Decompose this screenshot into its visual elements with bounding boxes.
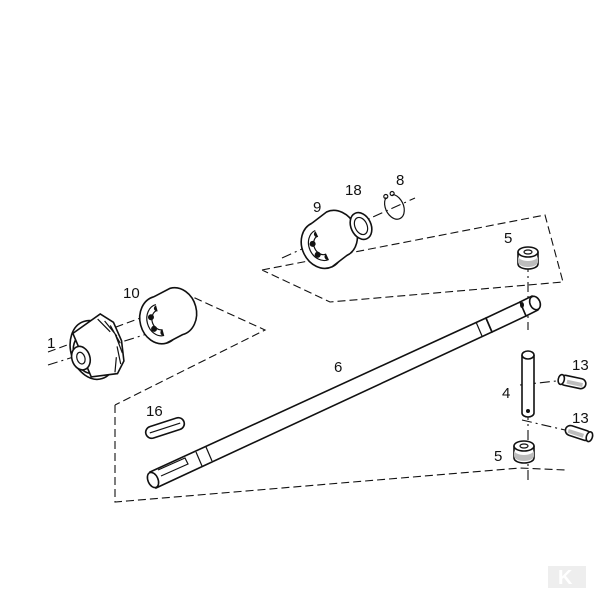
label-shaft: 6 — [334, 359, 342, 376]
label-bearing-left: 10 — [123, 285, 140, 302]
label-long-pin: 4 — [502, 385, 510, 402]
label-gear: 1 — [47, 335, 55, 352]
assembly-outline-lower — [114, 405, 566, 503]
assembly-outline-upper — [261, 214, 564, 303]
short-pin-top — [557, 373, 587, 390]
label-short-pin-top: 13 — [572, 357, 589, 374]
watermark-logo: K — [548, 566, 586, 589]
bearing-left — [138, 286, 198, 345]
label-bushing-top: 5 — [504, 230, 512, 247]
bushing-bottom — [513, 440, 535, 464]
bushing-top — [517, 246, 539, 270]
label-short-pin-bottom: 13 — [572, 410, 589, 427]
washer — [349, 211, 373, 241]
long-pin — [521, 350, 535, 418]
label-bearing-top: 9 — [313, 199, 321, 216]
circlip — [383, 190, 405, 220]
assembly-outline-middle — [47, 297, 267, 406]
label-washer: 18 — [345, 182, 362, 199]
key — [144, 416, 186, 440]
label-bushing-bottom: 5 — [494, 448, 502, 465]
label-circlip: 8 — [396, 172, 404, 189]
bevel-gear — [69, 313, 125, 381]
watermark-logo-text: K — [558, 567, 573, 589]
shaft — [146, 295, 542, 490]
short-pin-bottom — [564, 424, 594, 443]
bearing-top — [300, 209, 359, 270]
pin-axis-line-bottom — [521, 419, 566, 431]
label-key: 16 — [146, 403, 163, 420]
